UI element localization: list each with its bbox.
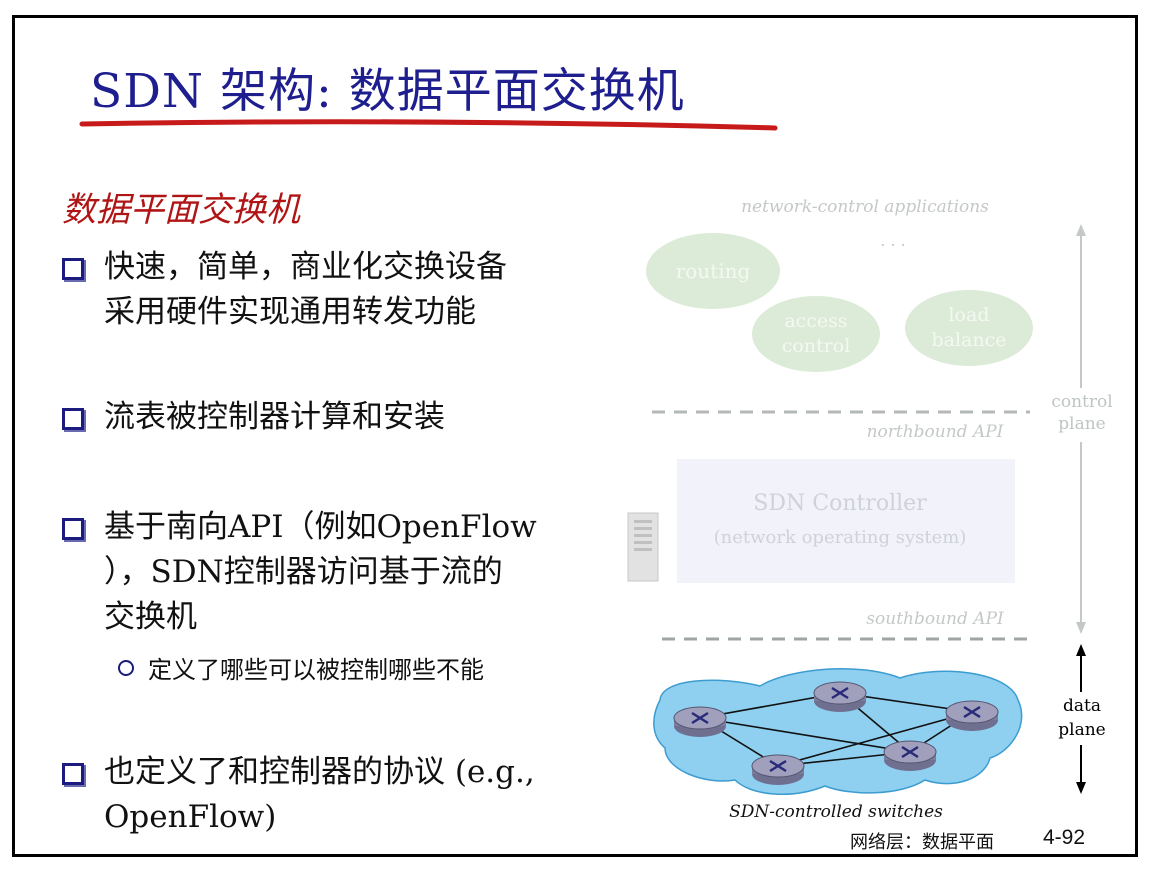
bullet-square-icon <box>62 763 84 785</box>
switch-3 <box>945 700 999 731</box>
balance-label: balance <box>931 329 1006 351</box>
slide-frame <box>12 15 1138 857</box>
northbound-api-label: northbound API <box>867 422 1004 442</box>
data-plane-arrow <box>1076 644 1086 794</box>
controller-label: SDN Controller <box>753 491 927 516</box>
slide-subtitle: 数据平面交换机 <box>62 190 300 230</box>
southbound-api-label: southbound API <box>866 609 1004 629</box>
title-underline <box>79 119 778 131</box>
server-icon <box>627 512 659 582</box>
control-plane-arrow <box>1076 224 1086 634</box>
data-plane-label-1: data <box>1063 696 1101 716</box>
slide-title: SDN 架构: 数据平面交换机 <box>90 64 685 119</box>
apps-label: network-control applications <box>741 197 989 217</box>
sub-bullet-text: 定义了哪些可以被控制哪些不能 <box>148 656 484 684</box>
bullet-4-line-2: OpenFlow) <box>104 799 277 835</box>
access-label: access <box>784 310 847 332</box>
switch-5 <box>751 754 805 785</box>
bullet-2: 流表被控制器计算和安装 <box>62 395 622 440</box>
load-balance-app <box>905 290 1033 366</box>
bullet-3: 基于南向API（例如OpenFlow ），SDN控制器访问基于流的 交换机 <box>62 505 622 640</box>
load-label: load <box>948 304 989 326</box>
sub-bullet: 定义了哪些可以被控制哪些不能 <box>118 650 484 685</box>
bullet-1: 快速，简单，商业化交换设备 采用硬件实现通用转发功能 <box>62 245 622 335</box>
routing-label: routing <box>676 259 751 283</box>
bullet-4-line-1: 也定义了和控制器的协议 (e.g., <box>104 754 535 790</box>
switch-1 <box>673 706 727 737</box>
control-plane-label-1: control <box>1051 392 1112 412</box>
footer-page-number: 4-92 <box>1043 826 1086 849</box>
bullet-4: 也定义了和控制器的协议 (e.g., OpenFlow) <box>62 750 622 840</box>
control-label: control <box>782 335 851 357</box>
controller-box <box>677 459 1015 583</box>
control-plane-label-2: plane <box>1058 414 1105 434</box>
controller-sublabel: (network operating system) <box>714 527 967 548</box>
bullet-3-line-2: ），SDN控制器访问基于流的 <box>104 554 503 590</box>
bullet-3-line-1: 基于南向API（例如OpenFlow <box>104 509 537 545</box>
switches-caption: SDN-controlled switches <box>729 802 943 822</box>
circle-bullet-icon <box>118 660 134 676</box>
bullet-3-line-3: 交换机 <box>104 599 197 635</box>
bullet-1-line-1: 快速，简单，商业化交换设备 <box>104 249 507 285</box>
bullet-2-line-1: 流表被控制器计算和安装 <box>104 399 445 435</box>
bullet-square-icon <box>62 258 84 280</box>
routing-app <box>646 233 780 309</box>
switch-2 <box>813 681 867 712</box>
bullet-1-line-2: 采用硬件实现通用转发功能 <box>104 294 476 330</box>
switch-4 <box>883 740 937 771</box>
bullet-square-icon <box>62 408 84 430</box>
access-control-app <box>752 296 880 372</box>
footer-section: 网络层：数据平面 <box>850 832 994 853</box>
bullet-square-icon <box>62 518 84 540</box>
apps-ellipsis: . . . <box>880 231 905 250</box>
data-plane-label-2: plane <box>1058 720 1105 740</box>
